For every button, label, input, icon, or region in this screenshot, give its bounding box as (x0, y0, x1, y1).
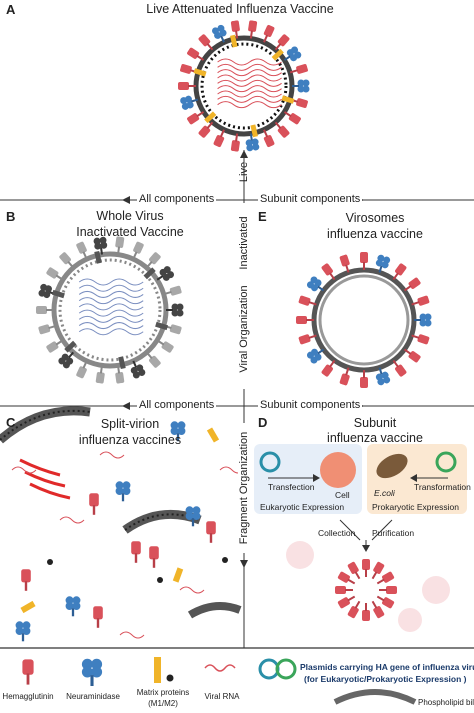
ecoli-label: E.coli (374, 488, 395, 498)
ha-rosette-product (286, 541, 450, 632)
axis-all-components-mid: All components (137, 399, 217, 411)
cell-label: Cell (335, 490, 350, 500)
plasmid-prokaryotic (435, 451, 457, 473)
panel-c-letter: C (6, 415, 16, 430)
hemagglutinin-spike (296, 316, 314, 324)
hemagglutinin-spike (360, 370, 368, 388)
legend-rna-icon (204, 664, 236, 672)
neuraminidase-spike (414, 313, 432, 327)
panel-b-title-1: Whole Virus (96, 209, 164, 223)
panel-d-title-2: influenza vaccine (327, 431, 423, 445)
panel-b-title-2: Inactivated Vaccine (76, 225, 184, 239)
panel-c-title-2: influenza vaccines (78, 433, 182, 447)
panel-d-letter: D (258, 415, 268, 430)
collection-label: Collection (318, 528, 356, 538)
hemagglutinin-spike (320, 358, 338, 378)
plasmid-eukaryotic (259, 451, 281, 473)
neuraminidase-spike (292, 79, 310, 93)
legend-neuraminidase-label: Neuraminidase (66, 692, 120, 701)
legend-bilayer-label: Phospholipid bilayer (418, 698, 474, 707)
legend-rna-label: Viral RNA (204, 692, 240, 701)
legend-bilayer-icon (333, 689, 417, 705)
ecoli-bacterium (376, 453, 408, 479)
legend-matrix-icon (154, 657, 161, 683)
hemagglutinin-spike (402, 346, 422, 364)
hemagglutinin-spike (360, 252, 368, 270)
hemagglutinin-spike (36, 306, 54, 314)
legend-plasmid-icon-1 (258, 658, 280, 680)
hemagglutinin-spike (402, 276, 422, 294)
axis-viral-organization-label: Viral Organization (238, 269, 250, 389)
purification-label: Purification (372, 528, 415, 538)
legend-plasmid-icon-2 (275, 658, 297, 680)
axis-live-label: Live (238, 161, 250, 183)
hemagglutinin-spike (320, 262, 338, 282)
legend-matrix-label-1: Matrix proteins (136, 688, 190, 697)
whole-inactivated-virus (36, 236, 184, 384)
neuraminidase-spike (166, 303, 184, 317)
panel-d-title-1: Subunit (353, 416, 397, 430)
panel-e-letter: E (258, 209, 267, 224)
virosome-particle (296, 252, 432, 388)
panel-b-letter: B (6, 209, 16, 224)
axis-subunit-components-mid: Subunit components (258, 399, 363, 411)
panel-a-letter: A (6, 2, 16, 17)
panel-e-title-2: influenza vaccine (327, 227, 423, 241)
legend-hemagglutinin-label: Hemagglutinin (2, 692, 54, 701)
prokaryotic-expression-label: Prokaryotic Expression (372, 502, 459, 512)
hemagglutinin-spike (390, 358, 408, 378)
cell-cluster (320, 452, 356, 488)
axis-subunit-components-top: Subunit components (258, 193, 363, 205)
transformation-label: Transformation (414, 482, 471, 492)
legend-matrix-label-2: (M1/M2) (148, 699, 178, 708)
axis-fragment-organization-label: Fragment Organization (238, 423, 250, 553)
legend-plasmids-label-1: Plasmids carrying HA gene of influenza v… (300, 662, 474, 672)
eukaryotic-expression-label: Eukaryotic Expression (260, 502, 345, 512)
hemagglutinin-spike (178, 82, 196, 90)
panel-a-title: Live Attenuated Influenza Vaccine (146, 2, 334, 16)
legend-neuraminidase-icon (81, 658, 103, 686)
legend-hemagglutinin-icon (22, 659, 34, 685)
axis-all-components-top: All components (137, 193, 217, 205)
legend-plasmids-label-2: (for Eukaryotic/Prokaryotic Expression ) (304, 674, 467, 684)
split-virion-fragments (0, 406, 245, 642)
panel-e-title-1: Virosomes (345, 211, 405, 225)
transfection-label: Transfection (268, 482, 315, 492)
hemagglutinin-spike (390, 262, 408, 282)
panel-c-title-1: Split-virion (100, 417, 160, 431)
live-attenuated-virus (178, 20, 310, 152)
